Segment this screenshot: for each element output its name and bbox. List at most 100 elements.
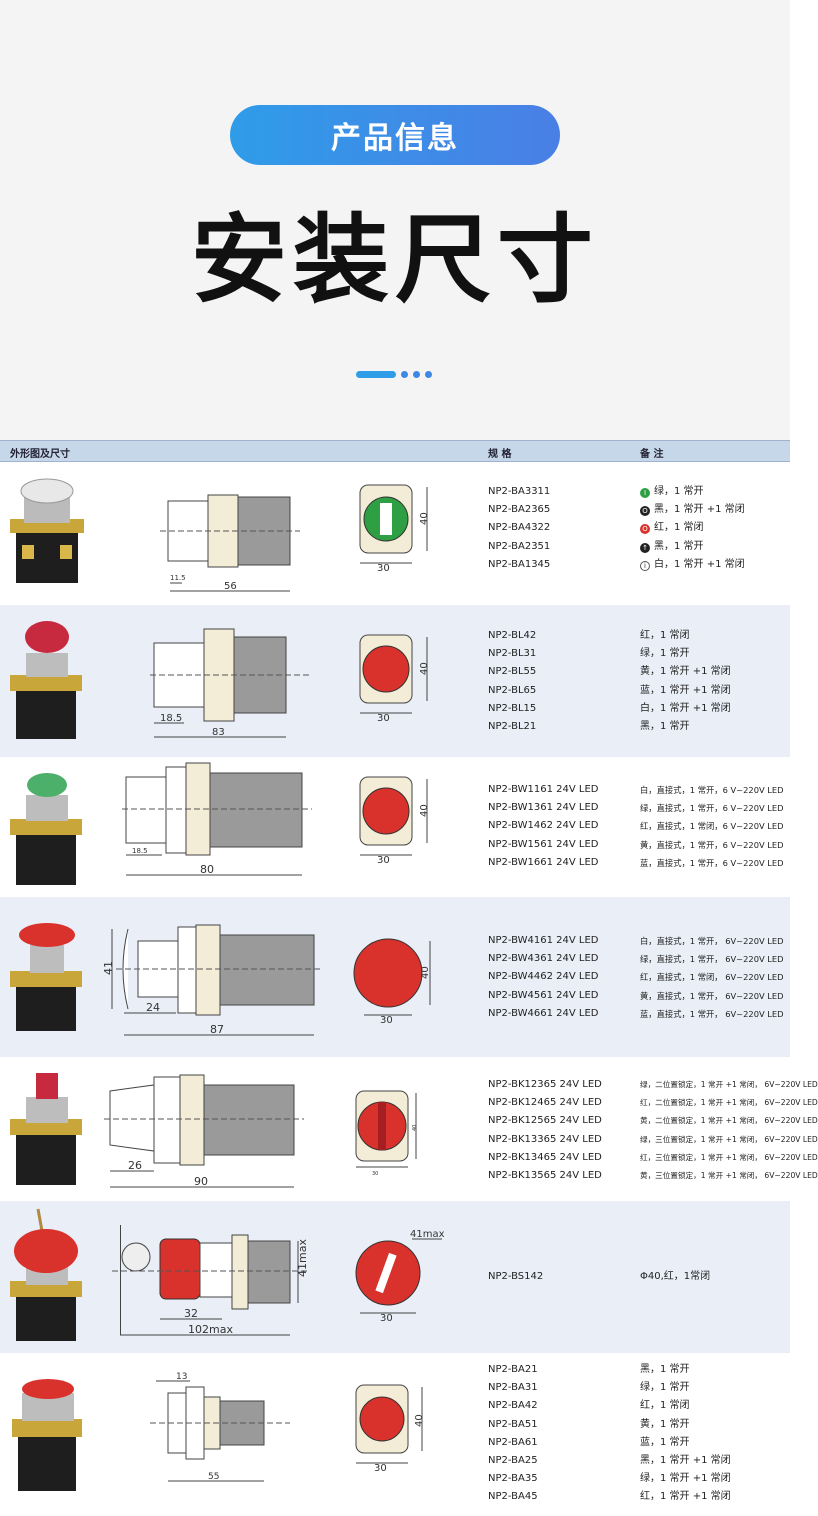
spec-list: NP2-BW4161 24V LED NP2-BW4361 24V LED NP… [488, 932, 598, 1023]
dim-a: 32 [184, 1307, 198, 1320]
note-item: 红，二位置锁定，1 常开 +1 常闭， 6V~220V LED [640, 1098, 818, 1108]
dim-length: 83 [212, 727, 225, 738]
dot [425, 370, 432, 378]
spec-item: NP2-BW4161 24V LED [488, 935, 599, 946]
note-item: Φ40,红，1常闭 [640, 1271, 711, 1282]
note-item: 蓝，直接式，1 常开，6 V~220V LED [640, 857, 784, 868]
red-o-icon: O [640, 524, 650, 535]
dim-width: 30 [380, 1313, 393, 1324]
dim-length: 56 [224, 581, 237, 592]
spec-item: NP2-BW4661 24V LED [488, 1007, 599, 1019]
note-item: 绿，1 常开 [640, 1382, 690, 1394]
front-dimension-drawing: 41max 30 [355, 1229, 445, 1324]
dim-width: 30 [377, 855, 390, 866]
spec-item: NP2-BK13365 24V LED [488, 1133, 602, 1145]
front-dimension-drawing: 30 40 [355, 1384, 425, 1474]
side-dimension-drawing: 11.5 56 [160, 494, 300, 592]
spec-item: NP2-BA3311 [488, 486, 551, 497]
dim-height: 40 [414, 1414, 425, 1427]
dim-length: 87 [210, 1023, 224, 1036]
note-item: 黑，1 常开 [654, 540, 704, 552]
note-item: 绿，1 常开 [654, 486, 704, 497]
front-dimension-drawing: 30 40 [353, 938, 431, 1026]
spec-item: NP2-BK13565 24V LED [488, 1169, 602, 1181]
table-row: 41max 32 102max 41max 30 NP2-BS142 Φ40,红… [0, 1201, 790, 1353]
spec-list: NP2-BA21 NP2-BA31 NP2-BA42 NP2-BA51 NP2-… [488, 1361, 538, 1507]
spec-item: NP2-BA21 [488, 1364, 538, 1375]
spec-item: NP2-BA2351 [488, 540, 551, 552]
dim-length: 90 [194, 1175, 208, 1188]
spec-item: NP2-BS142 [488, 1271, 544, 1282]
note-item: 绿，二位置锁定，1 常开 +1 常闭， 6V~220V LED [640, 1080, 818, 1089]
dim-a: 26 [128, 1159, 142, 1172]
product-photo [10, 621, 82, 739]
spec-item: NP2-BW1561 24V LED [488, 838, 599, 850]
dim-a: 18.5 [132, 847, 148, 855]
black-arrow-icon: ↑ [640, 542, 650, 553]
note-item: 蓝，直接式，1 常开， 6V~220V LED [640, 1008, 784, 1019]
dim-a: 24 [146, 1001, 160, 1014]
table-row: 18.5 83 30 40 NP2-BL42 NP2-BL31 NP2-BL55… [0, 605, 790, 757]
col-note-header: 备 注 [640, 449, 664, 460]
table-row: 13 55 30 40 NP2-BA21 NP2-BA31 NP2-BA42 N… [0, 1353, 790, 1516]
front-dimension-drawing: 30 40 [359, 634, 430, 724]
note-item: 红，1 常闭 [640, 630, 690, 641]
spec-item: NP2-BA2365 [488, 504, 551, 516]
spec-item: NP2-BW4561 24V LED [488, 989, 599, 1001]
table-row: 18.5 80 30 40 NP2-BW1161 24V LED NP2-BW1… [0, 757, 790, 897]
spec-item: NP2-BA35 [488, 1473, 538, 1485]
note-item: 红，直接式，1 常闭，6 V~220V LED [640, 821, 784, 832]
dim-height: 41 [102, 961, 115, 975]
side-dimension-drawing: 13 55 [150, 1372, 290, 1482]
note-item: 绿，1 常开 +1 常闭 [640, 1473, 731, 1485]
dim-length: 55 [208, 1472, 219, 1482]
note-item: 黄，二位置锁定，1 常开 +1 常闭， 6V~220V LED [640, 1116, 818, 1126]
spec-item: NP2-BA31 [488, 1382, 538, 1394]
spec-item: NP2-BA1345 [488, 558, 551, 570]
page-title: 安装尺寸 [191, 204, 599, 316]
note-list: 红，1 常闭 绿，1 常开 黄，1 常开 +1 常闭 蓝，1 常开 +1 常闭 … [640, 627, 731, 736]
dim-width: 30 [372, 1171, 378, 1177]
spec-item: NP2-BW1161 24V LED [488, 784, 599, 795]
spec-list: NP2-BL42 NP2-BL31 NP2-BL55 NP2-BL65 NP2-… [488, 627, 536, 736]
pagination-dots [356, 369, 432, 379]
dim-height: 40 [419, 662, 430, 675]
front-dimension-drawing: 30 40 [359, 484, 430, 574]
dim-a: 11.5 [170, 574, 186, 582]
side-dimension-drawing: 18.5 83 [150, 628, 310, 738]
note-item: 绿，1 常开 [640, 648, 690, 660]
col-spec-header: 规 格 [488, 449, 512, 460]
spec-item: NP2-BL42 [488, 630, 537, 641]
dim-front-height: 40 [420, 966, 431, 979]
side-dimension-drawing: 41 24 87 [102, 924, 320, 1036]
dim-height: 40 [419, 512, 430, 525]
dim-height: 41max [296, 1239, 309, 1277]
spec-item: NP2-BK13465 24V LED [488, 1151, 602, 1163]
note-item: 蓝，1 常开 +1 常闭 [640, 684, 731, 696]
spec-item: NP2-BA25 [488, 1454, 538, 1466]
note-list: Φ40,红，1常闭 [640, 1268, 710, 1286]
spec-item: NP2-BA51 [488, 1418, 538, 1430]
spec-item: NP2-BK12465 24V LED [488, 1097, 602, 1109]
note-item: 黑，1 常开 [640, 1364, 690, 1375]
note-item: 黄，直接式，1 常开， 6V~220V LED [640, 990, 784, 1001]
spec-item: NP2-BK12365 24V LED [488, 1079, 602, 1090]
green-o-icon: I [640, 488, 650, 498]
dim-length: 80 [200, 863, 214, 876]
note-list: 白，直接式，1 常开，6 V~220V LED 绿，直接式，1 常开，6 V~2… [640, 781, 784, 872]
spec-item: NP2-BA61 [488, 1436, 538, 1448]
spec-item: NP2-BL21 [488, 720, 537, 732]
spec-item: NP2-BA45 [488, 1491, 538, 1503]
dot [413, 370, 420, 378]
spec-list: NP2-BS142 [488, 1268, 543, 1286]
note-item: 红，1 常闭 [640, 1400, 690, 1412]
dim-width: 30 [377, 713, 390, 724]
note-item: 绿，三位置锁定，1 常开 +1 常闭， 6V~220V LED [640, 1134, 818, 1144]
spec-item: NP2-BK12565 24V LED [488, 1115, 602, 1127]
note-item: 黄，直接式，1 常开，6 V~220V LED [640, 839, 784, 850]
dim-height: 40 [419, 804, 430, 817]
dim-front-top: 41max [410, 1229, 445, 1240]
note-item: 白，直接式，1 常开，6 V~220V LED [640, 785, 784, 795]
spec-list: NP2-BK12365 24V LED NP2-BK12465 24V LED … [488, 1076, 602, 1185]
